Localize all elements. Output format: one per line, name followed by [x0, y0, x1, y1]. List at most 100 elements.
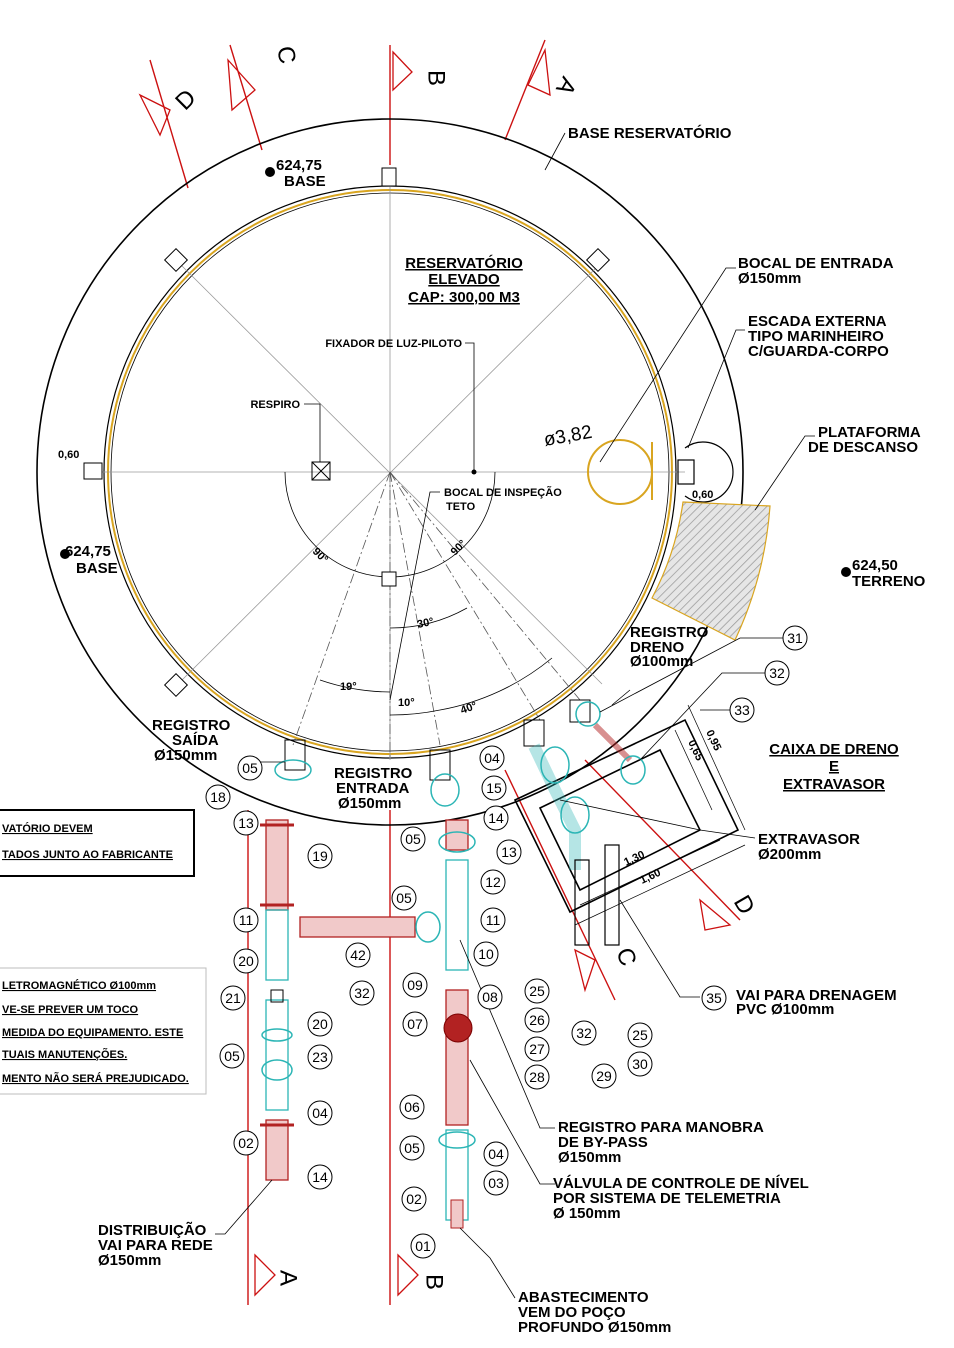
roof-hatch — [587, 439, 653, 505]
label-dim-130: 1,30 — [622, 849, 646, 869]
label-angle-90-left: 90° — [310, 546, 330, 566]
callout-12: 12 — [485, 874, 501, 890]
label-abastecimento-2: VEM DO POÇO — [518, 1304, 626, 1321]
section-label-a: A — [550, 72, 581, 99]
label-bocal-inspecao-1: BOCAL DE INSPEÇÃO — [444, 486, 562, 499]
bocal-inspecao-leader — [389, 491, 440, 701]
callout-04: 04 — [312, 1105, 328, 1121]
label-registro-entrada-3: Ø150mm — [338, 795, 401, 812]
label-elev-terreno: 624,50 — [852, 557, 898, 574]
callout-14b: 14 — [488, 810, 504, 826]
elevation-marker-terreno — [841, 567, 851, 577]
callout-23: 23 — [312, 1049, 328, 1065]
callout-32c: 32 — [576, 1025, 592, 1041]
label-distribuicao-3: Ø150mm — [98, 1252, 161, 1269]
callout-09: 09 — [407, 977, 423, 993]
callout-42: 42 — [350, 947, 366, 963]
label-bypass-3: Ø150mm — [558, 1149, 621, 1166]
callout-20b: 20 — [312, 1016, 328, 1032]
label-caixa-1: CAIXA DE DRENO — [769, 741, 899, 758]
elevation-marker-left — [60, 549, 70, 559]
label-registro-entrada-2: ENTRADA — [336, 780, 409, 797]
label-valvula-3: Ø 150mm — [553, 1205, 621, 1222]
label-valvula-1: VÁLVULA DE CONTROLE DE NÍVEL — [553, 1175, 809, 1192]
callout-32b: 32 — [354, 985, 370, 1001]
label-base-top: BASE — [284, 173, 326, 190]
ladder-cage — [677, 441, 734, 503]
callout-30: 30 — [632, 1056, 648, 1072]
label-angle-30: 30° — [416, 616, 435, 631]
label-abastecimento-3: PROFUNDO Ø150mm — [518, 1319, 671, 1336]
label-angle-90-right: 90° — [449, 538, 469, 558]
label-registro-dreno-2: DRENO — [630, 639, 685, 656]
label-angle-19: 19° — [340, 681, 357, 693]
label-caixa-3: EXTRAVASOR — [783, 776, 885, 793]
note-box-2: LETROMAGNÉTICO Ø100mm VE-SE PREVER UM TO… — [0, 967, 207, 1095]
label-registro-saida-2: SAÍDA — [172, 732, 219, 749]
callout-35: 35 — [706, 990, 722, 1006]
label-diam-382: ø3,82 — [542, 422, 594, 451]
callout-27: 27 — [529, 1041, 545, 1057]
section-label-b: B — [423, 70, 450, 86]
label-escada-1: ESCADA EXTERNA — [748, 313, 887, 330]
outlet-pipe — [260, 739, 312, 1181]
label-bocal-inspecao-2: TETO — [446, 501, 476, 513]
callout-28: 28 — [529, 1069, 545, 1085]
label-registro-entrada-1: REGISTRO — [334, 765, 413, 782]
label-escada-2: TIPO MARINHEIRO — [748, 328, 884, 345]
fixador-leader — [465, 342, 475, 470]
callout-25: 25 — [529, 983, 545, 999]
callout-14: 14 — [312, 1169, 328, 1185]
callout-05: 05 — [242, 760, 258, 776]
callout-29: 29 — [596, 1068, 612, 1084]
label-base-reservatorio: BASE RESERVATÓRIO — [568, 124, 732, 142]
note-2-line-1: LETROMAGNÉTICO Ø100mm — [2, 979, 156, 992]
callout-numbers: 31 32 33 05 18 13 19 11 20 21 32 20 05 2… — [210, 630, 803, 1254]
label-drenagem-2: PVC Ø100mm — [736, 1001, 834, 1018]
label-registro-saida-1: REGISTRO — [152, 717, 231, 734]
label-dim-160: 1,60 — [638, 867, 662, 887]
label-bocal-entrada-1: BOCAL DE ENTRADA — [738, 255, 894, 272]
section-label-a-bottom: A — [275, 1270, 302, 1286]
callout-11: 11 — [239, 912, 254, 928]
label-valvula-2: POR SISTEMA DE TELEMETRIA — [553, 1190, 781, 1207]
platform-hatch — [651, 501, 771, 641]
note-1-line-1: VATÓRIO DEVEM — [2, 822, 93, 835]
label-distribuicao-2: VAI PARA REDE — [98, 1237, 213, 1254]
label-title-line3: CAP: 300,00 M3 — [408, 289, 520, 306]
callout-25b: 25 — [632, 1027, 648, 1043]
section-label-d-right: D — [728, 891, 760, 920]
angle-arcs — [284, 471, 553, 716]
fixador-dot — [471, 469, 477, 475]
callout-20: 20 — [238, 953, 254, 969]
section-label-c-right: C — [610, 944, 641, 970]
inlet-pipe — [429, 749, 476, 1229]
callout-05e: 05 — [404, 1140, 420, 1156]
section-label-b-bottom: B — [421, 1274, 448, 1290]
callout-01: 01 — [415, 1238, 431, 1254]
label-bypass-1: REGISTRO PARA MANOBRA — [558, 1119, 764, 1136]
overflow-pipe — [523, 719, 620, 946]
callout-04c: 04 — [488, 1146, 504, 1162]
section-label-c: C — [271, 44, 301, 66]
label-dim-060-right: 0,60 — [692, 489, 713, 501]
section-lines — [149, 39, 741, 1305]
label-caixa-2: E — [829, 758, 839, 775]
pipe-direction-lines — [292, 471, 581, 760]
base-outer-circle — [36, 118, 744, 826]
section-arrows — [138, 47, 732, 1297]
label-elev-base-left: 624,75 — [65, 543, 111, 560]
callout-19: 19 — [312, 848, 328, 864]
callout-33: 33 — [734, 702, 750, 718]
tank-supports — [83, 167, 611, 698]
label-bocal-entrada-2: Ø150mm — [738, 270, 801, 287]
label-elev-base-top: 624,75 — [276, 157, 322, 174]
label-registro-dreno-3: Ø100mm — [630, 653, 693, 670]
callout-02: 02 — [238, 1135, 254, 1151]
callout-07: 07 — [407, 1016, 423, 1032]
drain-box-dims — [574, 704, 746, 926]
elevation-marker-top — [265, 167, 275, 177]
label-extravasor-1: EXTRAVASOR — [758, 831, 860, 848]
label-dim-095: 0,95 — [703, 728, 723, 752]
